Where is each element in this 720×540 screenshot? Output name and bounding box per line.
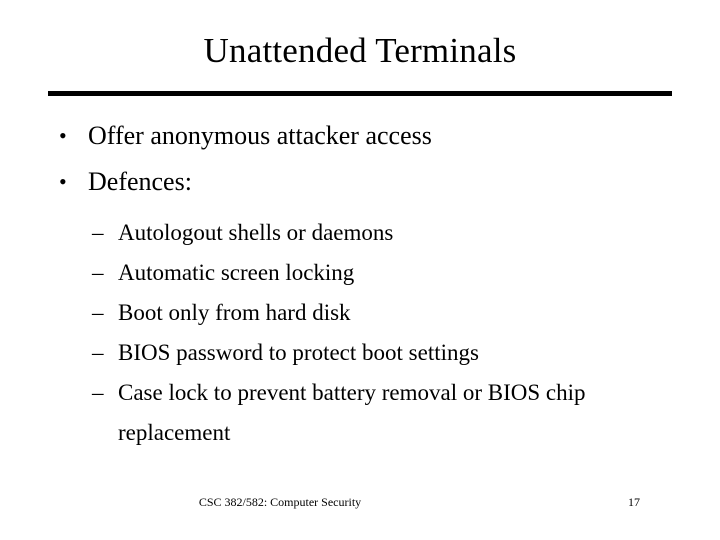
dash-marker-icon: – xyxy=(92,340,104,365)
list-item: – BIOS password to protect boot settings xyxy=(48,333,688,373)
slide-body: • Offer anonymous attacker access • Defe… xyxy=(48,113,688,453)
dash-marker-icon: – xyxy=(92,300,104,325)
sub-list: – Autologout shells or daemons – Automat… xyxy=(48,213,688,453)
dash-marker-icon: – xyxy=(92,220,104,245)
list-item-label: BIOS password to protect boot settings xyxy=(118,340,479,365)
list-item-label: Offer anonymous attacker access xyxy=(88,121,432,150)
list-item-label: Defences: xyxy=(88,167,192,196)
list-item: – Autologout shells or daemons xyxy=(48,213,688,253)
list-item-label: Automatic screen locking xyxy=(118,260,355,285)
title-divider xyxy=(48,91,672,96)
footer-course-label: CSC 382/582: Computer Security xyxy=(198,495,362,509)
list-item: • Offer anonymous attacker access xyxy=(48,113,688,159)
list-item: • Defences: xyxy=(48,159,688,205)
page-title: Unattended Terminals xyxy=(203,31,517,70)
list-item-label: Case lock to prevent battery removal or … xyxy=(118,380,586,445)
list-item: – Case lock to prevent battery removal o… xyxy=(48,373,688,453)
list-item: – Automatic screen locking xyxy=(48,253,688,293)
list-item-label: Autologout shells or daemons xyxy=(118,220,394,245)
dash-marker-icon: – xyxy=(92,260,104,285)
page-number: 17 xyxy=(628,495,640,509)
bullet-marker-icon: • xyxy=(59,169,67,194)
bullet-marker-icon: • xyxy=(59,123,67,148)
dash-marker-icon: – xyxy=(92,380,104,405)
list-item-label: Boot only from hard disk xyxy=(118,300,351,325)
list-item: – Boot only from hard disk xyxy=(48,293,688,333)
